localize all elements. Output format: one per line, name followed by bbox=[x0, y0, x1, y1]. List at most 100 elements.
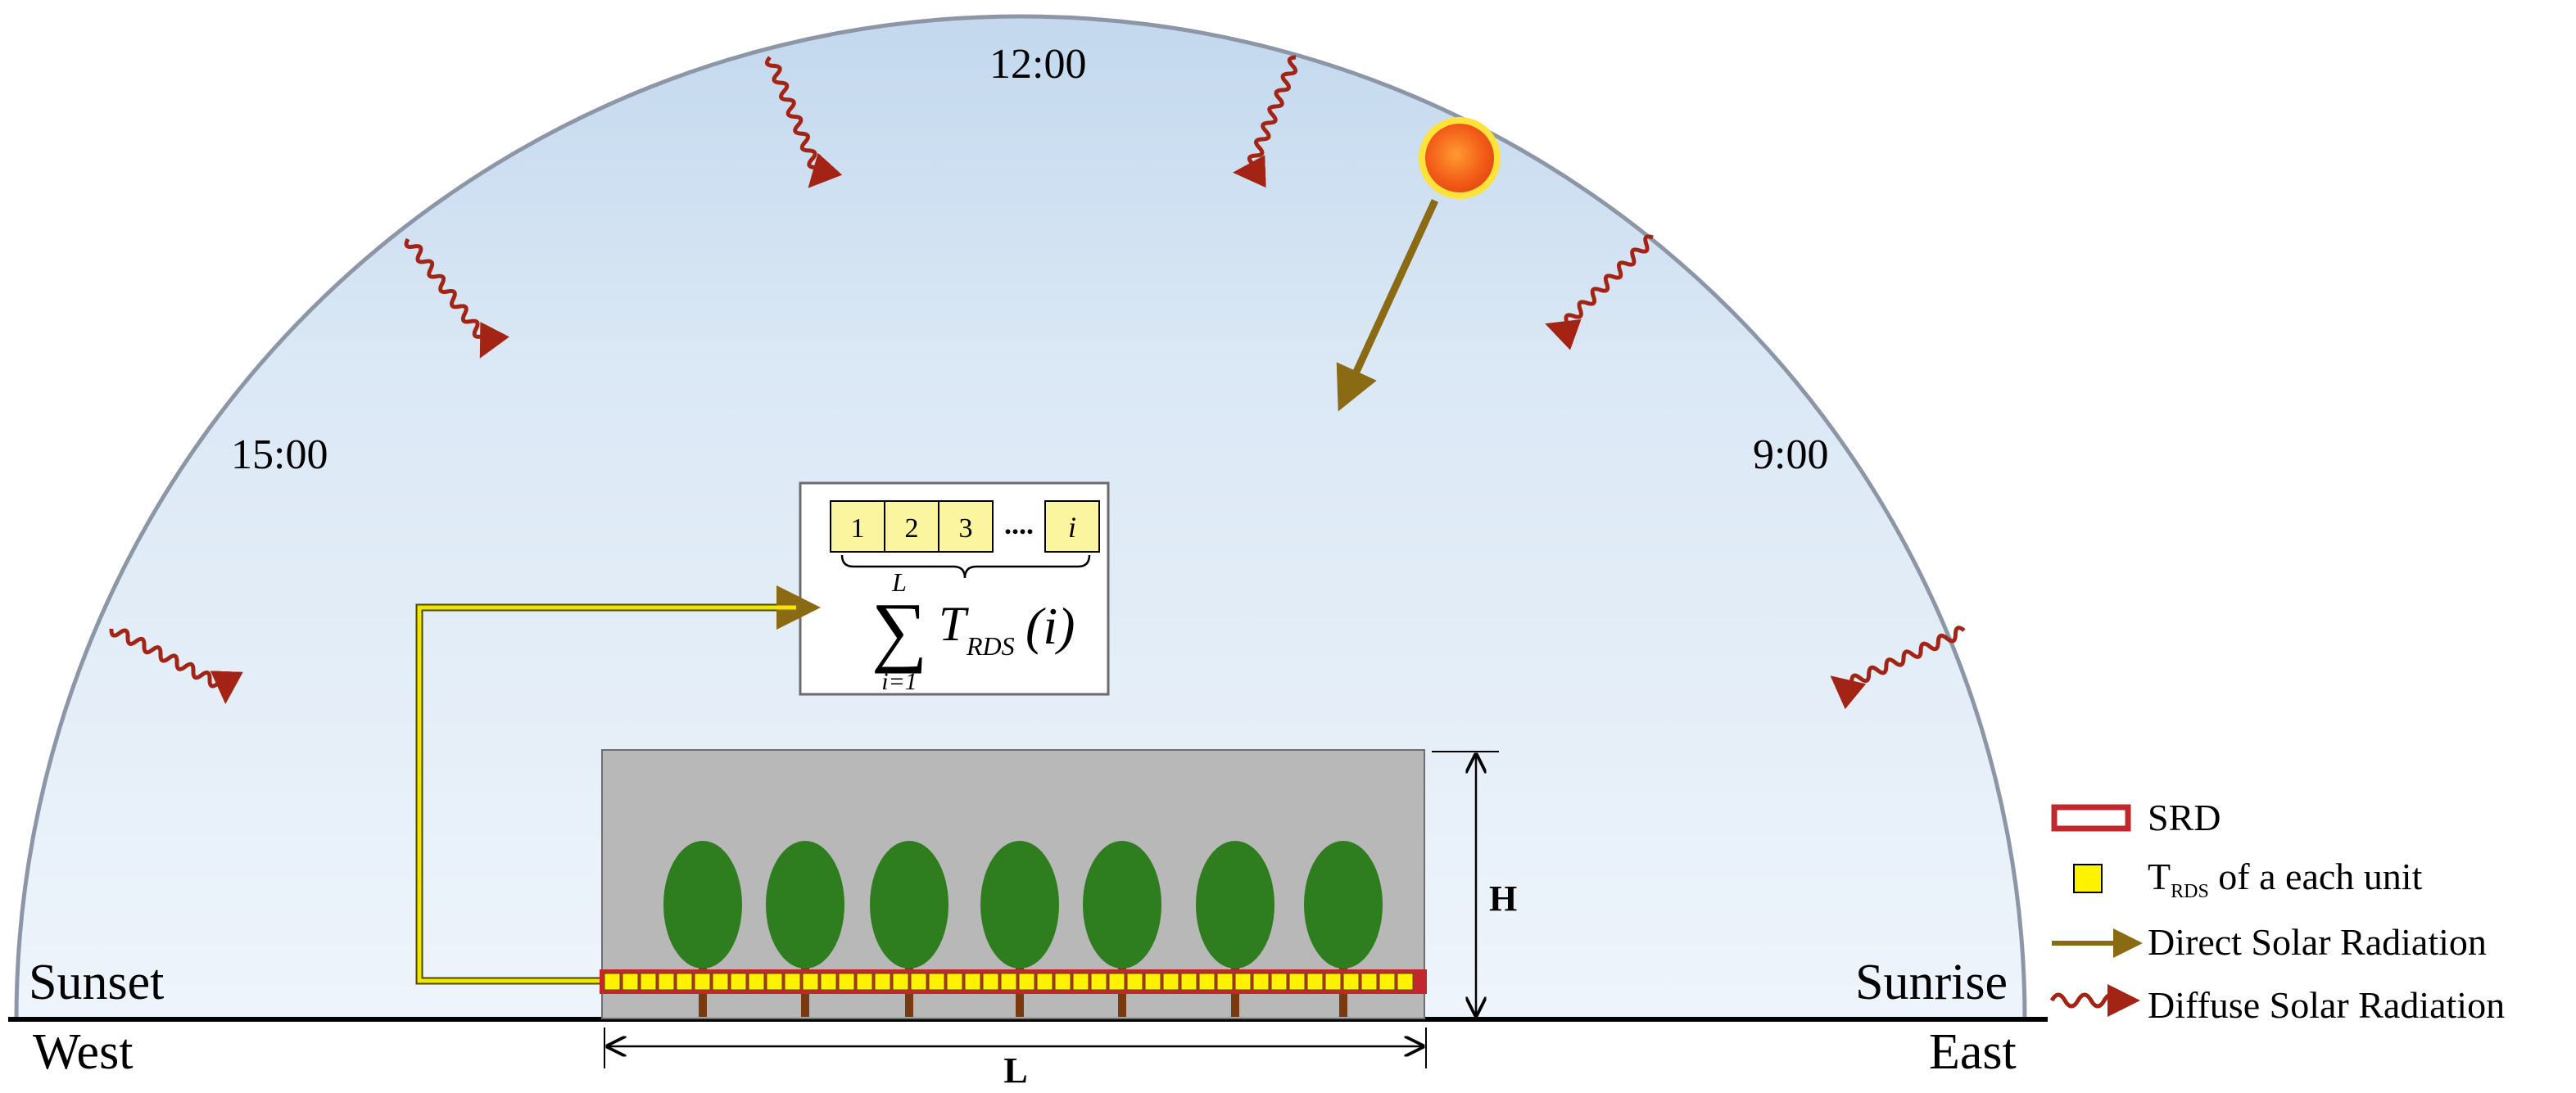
srd-unit-14 bbox=[838, 973, 855, 991]
legend-trds-main: T bbox=[2148, 856, 2171, 897]
srd-unit-1 bbox=[604, 973, 621, 991]
diffuse-radiation-rays bbox=[109, 55, 1966, 710]
srd-unit-25 bbox=[1036, 973, 1053, 991]
term-subscript: RDS bbox=[966, 631, 1015, 661]
time-label-noon: 12:00 bbox=[989, 41, 1086, 88]
srd-unit-35 bbox=[1216, 973, 1234, 991]
direct-solar-ray bbox=[1336, 199, 1439, 412]
srd-unit-12 bbox=[802, 973, 819, 991]
srd-unit-9 bbox=[748, 973, 765, 991]
tree-crown-7 bbox=[1304, 841, 1383, 969]
diffuse-ray-6 bbox=[1830, 626, 1966, 710]
srd-unit-29 bbox=[1108, 973, 1125, 991]
sunrise-label: Sunrise bbox=[1855, 955, 2008, 1010]
srd-unit-3 bbox=[640, 973, 657, 991]
srd-unit-19 bbox=[928, 973, 945, 991]
term-argument: (i) bbox=[1025, 597, 1075, 655]
legend-direct-label: Direct Solar Radiation bbox=[2148, 921, 2487, 963]
srd-unit-13 bbox=[820, 973, 837, 991]
srd-unit-21 bbox=[964, 973, 981, 991]
term-symbol: T bbox=[939, 597, 969, 651]
time-label-afternoon: 15:00 bbox=[231, 431, 328, 478]
sum-symbol: ∑ bbox=[871, 586, 927, 674]
tree-row bbox=[663, 841, 1383, 1017]
srd-unit-45 bbox=[1397, 973, 1414, 991]
srd-unit-5 bbox=[676, 973, 693, 991]
srd-unit-44 bbox=[1379, 973, 1396, 991]
tree-crown-5 bbox=[1083, 841, 1161, 969]
srd-unit-41 bbox=[1324, 973, 1342, 991]
tree-crown-2 bbox=[766, 841, 844, 969]
legend-srd-swatch bbox=[2051, 804, 2131, 832]
unit-cell-3-label: 3 bbox=[959, 513, 973, 544]
curly-brace bbox=[840, 554, 1091, 579]
srd-unit-26 bbox=[1054, 973, 1071, 991]
unit-cell-2-label: 2 bbox=[905, 513, 919, 544]
legend-trds-label: TRDS of a each unit bbox=[2148, 856, 2423, 902]
srd-unit-30 bbox=[1126, 973, 1143, 991]
tree-crown-6 bbox=[1196, 841, 1274, 969]
srd-unit-38 bbox=[1270, 973, 1288, 991]
srd-unit-8 bbox=[730, 973, 747, 991]
west-label: West bbox=[33, 1024, 133, 1080]
legend-trds-sub: RDS bbox=[2171, 881, 2209, 902]
srd-unit-31 bbox=[1144, 973, 1161, 991]
srd-unit-40 bbox=[1306, 973, 1324, 991]
unit-cell-i bbox=[1044, 500, 1100, 553]
srd-unit-34 bbox=[1198, 973, 1216, 991]
srd-unit-39 bbox=[1288, 973, 1306, 991]
length-label: L bbox=[1003, 1050, 1027, 1091]
legend: SRD TRDS of a each unit Direct Solar Rad… bbox=[2049, 797, 2505, 1026]
unit-cells: 1 2 3 .... i bbox=[830, 500, 1100, 553]
legend-diffuse-swatch bbox=[2049, 984, 2140, 1017]
srd-unit-42 bbox=[1342, 973, 1360, 991]
legend-trds-rest: of a each unit bbox=[2209, 856, 2423, 897]
srd-unit-2 bbox=[622, 973, 639, 991]
srd-unit-24 bbox=[1018, 973, 1035, 991]
srd-unit-22 bbox=[982, 973, 999, 991]
legend-srd-label: SRD bbox=[2148, 797, 2221, 838]
sum-lower-limit: i=1 bbox=[881, 668, 917, 695]
sun-icon bbox=[1425, 124, 1494, 192]
diffuse-ray-3 bbox=[404, 237, 509, 359]
srd-units bbox=[604, 973, 1414, 991]
srd-unit-36 bbox=[1234, 973, 1252, 991]
diffuse-ray-1 bbox=[764, 56, 843, 188]
tree-crown-1 bbox=[663, 841, 742, 969]
formula-box: 1 2 3 .... i L ∑ i=1 T RDS (i) bbox=[799, 481, 1110, 696]
legend-diffuse-label: Diffuse Solar Radiation bbox=[2148, 984, 2505, 1026]
srd-unit-23 bbox=[1000, 973, 1017, 991]
srd-unit-10 bbox=[766, 973, 783, 991]
srd-unit-7 bbox=[712, 973, 729, 991]
unit-cell-dots: .... bbox=[1004, 508, 1034, 540]
tree-crown-3 bbox=[870, 841, 948, 969]
sum-upper-limit: L bbox=[891, 567, 907, 597]
diffuse-ray-2 bbox=[1233, 55, 1298, 188]
srd-unit-37 bbox=[1252, 973, 1270, 991]
unit-cell-i-label: i bbox=[1068, 511, 1076, 544]
unit-cell-3 bbox=[938, 500, 994, 553]
srd-unit-27 bbox=[1072, 973, 1089, 991]
unit-cell-1-label: 1 bbox=[851, 513, 865, 544]
srd-unit-18 bbox=[910, 973, 927, 991]
srd-unit-4 bbox=[658, 973, 675, 991]
srd-unit-17 bbox=[892, 973, 909, 991]
tree-crown-4 bbox=[980, 841, 1059, 969]
srd-unit-43 bbox=[1360, 973, 1378, 991]
diffuse-ray-4 bbox=[1545, 234, 1654, 350]
diffuse-ray-5 bbox=[109, 628, 243, 704]
srd-unit-11 bbox=[784, 973, 801, 991]
srd-unit-16 bbox=[874, 973, 891, 991]
height-label: H bbox=[1489, 878, 1517, 919]
srd-unit-32 bbox=[1162, 973, 1179, 991]
srd-unit-6 bbox=[694, 973, 711, 991]
sunset-label: Sunset bbox=[29, 955, 164, 1010]
srd-unit-15 bbox=[856, 973, 873, 991]
east-label: East bbox=[1929, 1024, 2017, 1080]
srd-unit-20 bbox=[946, 973, 963, 991]
srd-unit-28 bbox=[1090, 973, 1107, 991]
time-label-morning: 9:00 bbox=[1753, 431, 1828, 478]
srd-unit-33 bbox=[1180, 973, 1197, 991]
legend-trds-swatch bbox=[2073, 864, 2103, 893]
